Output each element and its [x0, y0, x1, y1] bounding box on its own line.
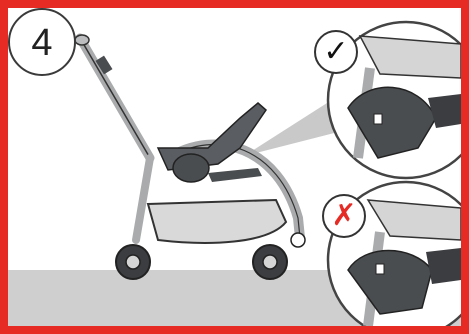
step-number: 4 — [31, 24, 52, 62]
front-swivel — [291, 233, 305, 247]
rear-wheel-hub — [126, 255, 140, 269]
illustration-panel: 4 ✓ ✗ — [8, 8, 461, 326]
basket — [148, 200, 286, 243]
footrest — [208, 168, 262, 182]
rear-leg — [136, 158, 150, 240]
seat — [158, 103, 266, 170]
correct-symbol: ✓ — [323, 37, 348, 67]
cross-mark-icon: ✗ — [322, 194, 366, 238]
incorrect-symbol: ✗ — [331, 201, 356, 231]
step-badge: 4 — [8, 8, 76, 76]
handle-cap — [75, 35, 89, 45]
handlebar-outline — [80, 38, 150, 158]
check-mark-icon: ✓ — [314, 30, 358, 74]
front-wheel-hub — [263, 255, 277, 269]
seat-hub — [173, 154, 209, 182]
stroller-illustration — [8, 8, 461, 326]
